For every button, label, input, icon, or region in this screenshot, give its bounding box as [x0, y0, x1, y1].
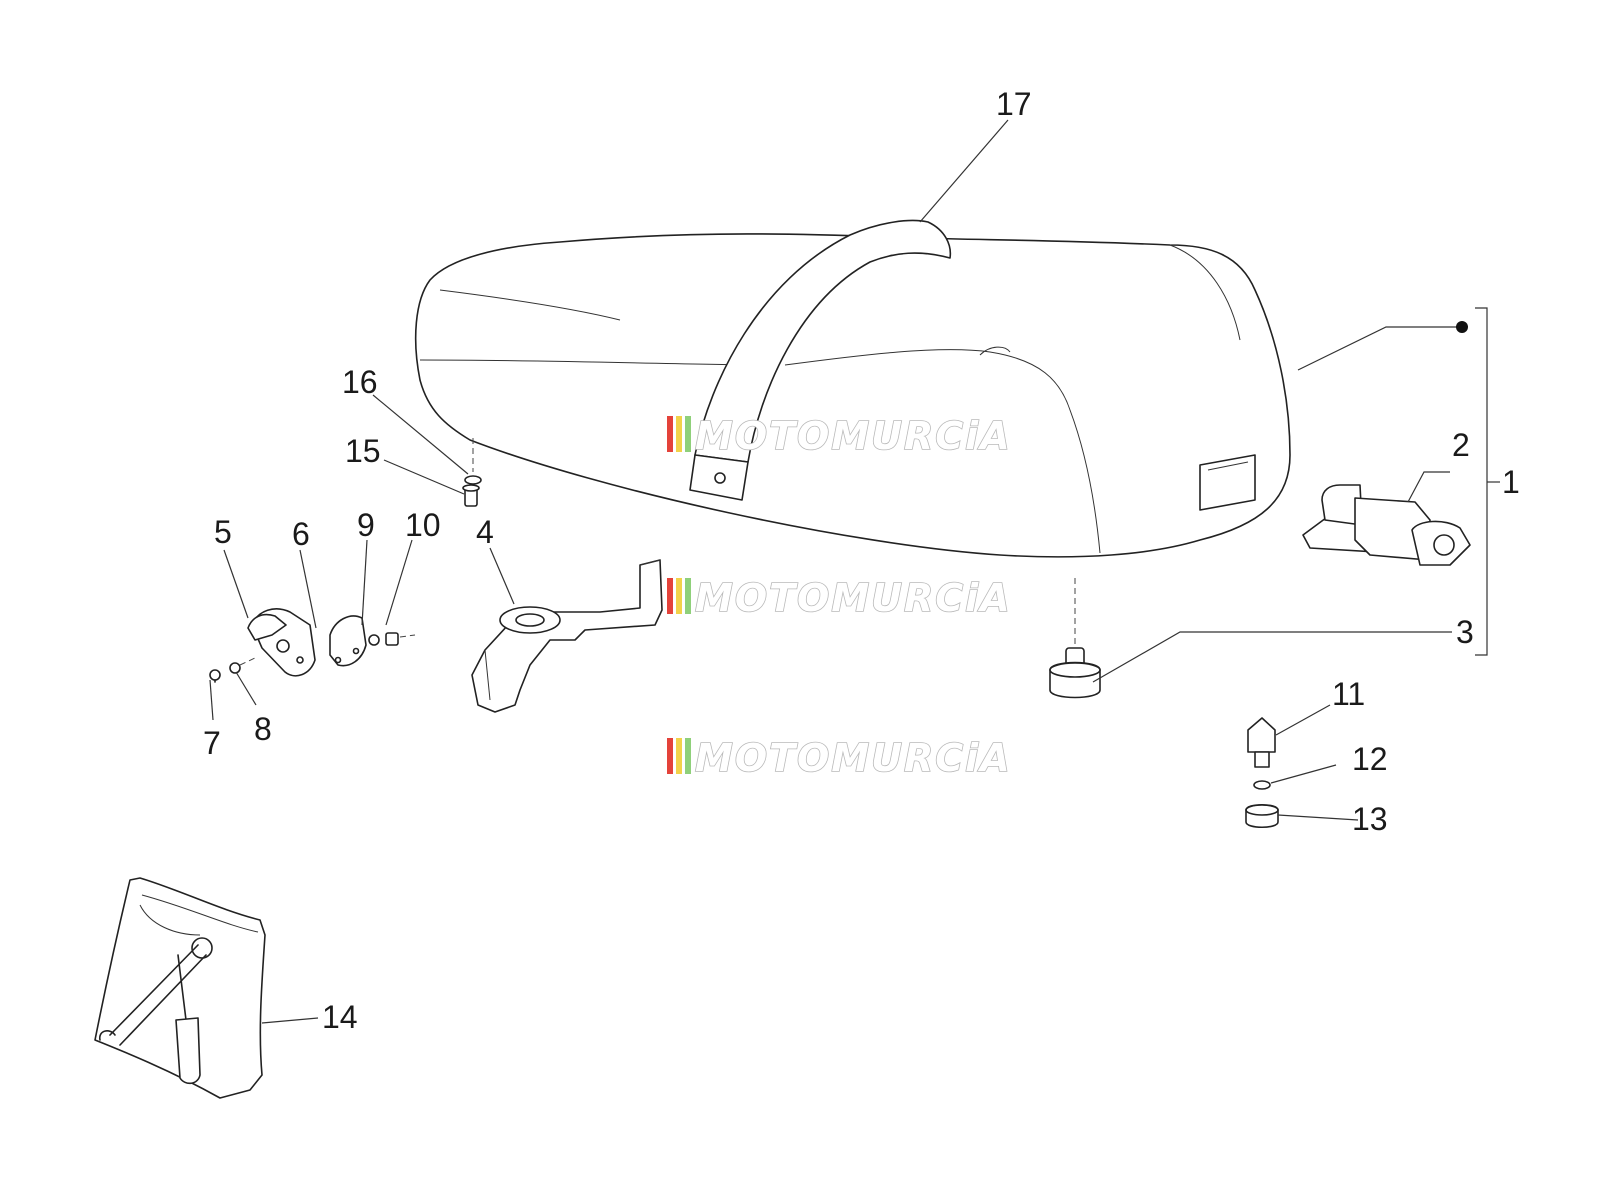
leader-14	[261, 1017, 319, 1024]
rubber-bumper-drawing	[1049, 578, 1101, 699]
watermark-stripe-2	[676, 738, 682, 774]
watermark-stripe-3	[685, 578, 691, 614]
leader-6	[299, 549, 317, 629]
part-label-1: 1	[1502, 464, 1520, 500]
part-label-4: 4	[476, 514, 494, 550]
part-label-6: 6	[292, 516, 310, 552]
leader-4	[489, 547, 515, 605]
watermark-top: MOTOMURCiA	[667, 413, 1012, 459]
leader-1-seat	[1297, 326, 1462, 371]
seat-drawing	[414, 233, 1291, 558]
part-number-labels: 17 1 2 3 4 5 6 9 10 7 8 15 16 11 12 13 1…	[203, 86, 1520, 1035]
leader-10	[385, 539, 413, 626]
watermark-text: MOTOMURCiA	[695, 736, 1012, 780]
watermark-stripe-1	[667, 416, 673, 452]
leader-16	[372, 394, 469, 475]
leader-2	[1407, 471, 1450, 503]
part-label-9: 9	[357, 507, 375, 543]
cover-plate-drawing	[329, 615, 367, 667]
leader-5	[223, 549, 249, 619]
leader-3	[1092, 631, 1452, 683]
lock-drawing	[1302, 484, 1471, 566]
leader-lines	[209, 119, 1500, 1024]
watermark-middle: MOTOMURCiA	[667, 575, 1012, 621]
small-fasteners-drawing	[209, 438, 482, 683]
part-label-7: 7	[203, 725, 221, 761]
part-label-3: 3	[1456, 614, 1474, 650]
leader-7	[209, 679, 214, 721]
part-label-16: 16	[342, 364, 378, 400]
leader-15	[383, 459, 465, 495]
part-label-10: 10	[405, 507, 441, 543]
part-label-13: 13	[1352, 801, 1388, 837]
watermark-bottom: MOTOMURCiA	[667, 735, 1012, 781]
leader-11	[1275, 704, 1331, 736]
bracket-1	[1475, 307, 1488, 656]
part-label-14: 14	[322, 999, 358, 1035]
leader-9	[361, 539, 368, 626]
part-label-17: 17	[996, 86, 1032, 122]
watermark-text: MOTOMURCiA	[695, 576, 1012, 620]
leader-1-dot	[1456, 321, 1468, 333]
latch-drawing	[247, 608, 316, 677]
part-label-12: 12	[1352, 741, 1388, 777]
leader-8	[235, 671, 257, 706]
watermark-text: MOTOMURCiA	[695, 414, 1012, 458]
strap-drawing	[689, 219, 952, 501]
watermark-stripe-2	[676, 416, 682, 452]
watermark-stripe-3	[685, 738, 691, 774]
watermark-stripe-1	[667, 578, 673, 614]
part-label-8: 8	[254, 711, 272, 747]
part-label-11: 11	[1332, 676, 1365, 712]
bracket-drawing	[471, 559, 663, 713]
watermark-stripe-3	[685, 416, 691, 452]
part-label-15: 15	[345, 433, 381, 469]
watermark-stripe-1	[667, 738, 673, 774]
leader-17	[919, 119, 1009, 223]
part-label-2: 2	[1452, 427, 1470, 463]
buffer-set-drawing	[1245, 717, 1279, 829]
leader-13	[1277, 814, 1359, 821]
watermark-stripe-2	[676, 578, 682, 614]
part-label-5: 5	[214, 514, 232, 550]
tool-kit-drawing	[94, 877, 266, 1099]
leader-12	[1270, 764, 1337, 784]
